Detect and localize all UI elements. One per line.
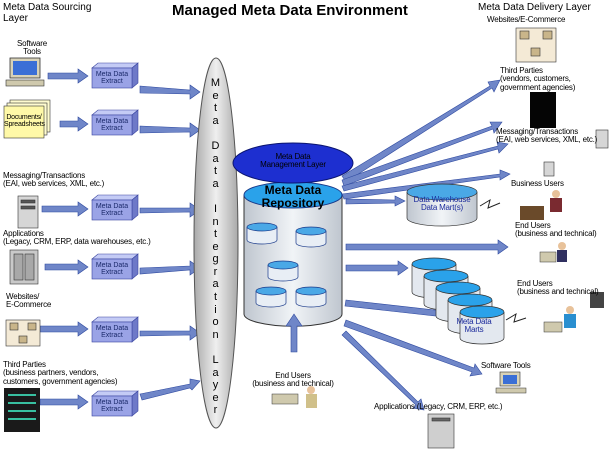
- integration-letter: t: [213, 228, 219, 241]
- cabinet-icon: [9, 249, 39, 285]
- black-server-icon: [530, 92, 556, 128]
- integration-letter: y: [212, 379, 220, 392]
- integration-letter: n: [212, 215, 220, 228]
- management-layer-ellipse: [232, 142, 354, 184]
- extract-cube-4: [91, 253, 139, 280]
- delivery-third-parties: Third Parties (vendors, customers, gover…: [500, 66, 576, 92]
- delivery-messaging: Messaging/Transactions (EAI, web service…: [496, 127, 598, 145]
- computer-icon: [5, 57, 45, 87]
- server-icon-right: [543, 129, 609, 177]
- extract-label-2: Meta Data Extract: [95, 118, 129, 133]
- documents-label: Documents/ Spreadsheets: [4, 114, 45, 129]
- integration-layer-ellipse: [193, 57, 239, 429]
- source-websites: Websites/ E-Commerce: [6, 292, 52, 310]
- integration-letter: r: [213, 265, 219, 278]
- server-icon: [17, 195, 39, 229]
- delivery-end-users-2: End Users (business and technical): [517, 279, 599, 297]
- lightning-icon-2: [505, 312, 527, 323]
- network-icon: [5, 319, 41, 347]
- integration-letter: a: [212, 114, 220, 127]
- integration-letter: g: [212, 253, 220, 266]
- source-arrows: [39, 68, 89, 410]
- delivery-arrows: [341, 79, 511, 411]
- integration-letter: a: [212, 366, 220, 379]
- delivery-data-warehouse: Data Warehouse Data Mart(s): [413, 195, 471, 213]
- integration-letter: r: [213, 404, 219, 417]
- integration-letter: a: [212, 278, 220, 291]
- document-stack-icon: [3, 99, 51, 139]
- integration-letter: L: [212, 354, 220, 367]
- integration-letter: e: [212, 240, 220, 253]
- integration-letter: o: [212, 316, 220, 329]
- person-icon-bottom: [271, 386, 317, 408]
- integration-letter: t: [213, 291, 219, 304]
- delivery-websites: Websites/E-Commerce: [487, 15, 566, 24]
- integration-letter: e: [212, 391, 220, 404]
- management-layer-label: Meta Data Management Layer: [260, 152, 326, 170]
- cube-arrows: [139, 84, 201, 401]
- extract-cube-2: [91, 109, 139, 136]
- source-applications: Applications (Legacy, CRM, ERP, data war…: [3, 229, 151, 247]
- source-software-tools: Software Tools: [17, 39, 47, 57]
- integration-letter: a: [212, 177, 220, 190]
- extract-cube-3: [91, 194, 139, 221]
- source-messaging: Messaging/Transactions (EAI, web service…: [3, 171, 105, 189]
- sourcing-layer-title: Meta Data Sourcing Layer: [3, 2, 92, 24]
- delivery-end-users-1: End Users (business and technical): [515, 221, 597, 239]
- data-marts-stack: [411, 257, 505, 345]
- delivery-applications: Applications (Legacy, CRM, ERP, etc.): [374, 402, 503, 411]
- extract-label-4: Meta Data Extract: [95, 262, 129, 277]
- extract-label-5: Meta Data Extract: [95, 325, 129, 340]
- integration-letter: M: [210, 77, 222, 89]
- person-icon-2: [539, 242, 567, 263]
- integration-letter: t: [213, 102, 219, 115]
- delivery-software-tools: Software Tools: [481, 361, 531, 370]
- integration-letter: a: [212, 152, 220, 165]
- extract-cube-5: [91, 316, 139, 343]
- lightning-icon: [479, 198, 501, 209]
- person-icon-3: [543, 292, 604, 333]
- extract-label-6: Meta Data Extract: [95, 399, 129, 414]
- extract-cubes: [91, 62, 139, 417]
- integration-letter: D: [211, 139, 221, 152]
- repository-disks: [246, 222, 327, 308]
- integration-letter: n: [212, 328, 220, 341]
- source-third-parties: Third Parties (business partners, vendor…: [3, 360, 118, 386]
- extract-cube-6: [91, 390, 139, 417]
- extract-label-3: Meta Data Extract: [95, 203, 129, 218]
- page-title: Managed Meta Data Environment: [172, 2, 408, 19]
- bottom-end-users: End Users (business and technical): [252, 371, 334, 389]
- integration-letter: I: [213, 202, 219, 215]
- integration-letter: i: [214, 303, 218, 316]
- delivery-business-users: Business Users: [511, 179, 564, 188]
- repository-label: Meta Data Repository: [261, 183, 325, 210]
- server-icon-bottom: [427, 413, 455, 449]
- rack-icon: [4, 388, 40, 432]
- up-arrow: [285, 313, 303, 353]
- extract-cube-1: [91, 62, 139, 89]
- data-warehouse-cylinder: [406, 183, 478, 227]
- delivery-data-marts: Meta Data Marts: [456, 317, 492, 335]
- person-icon-1: [520, 190, 562, 220]
- integration-letter: e: [212, 89, 220, 102]
- computer-icon-right: [495, 371, 527, 394]
- integration-letter: t: [213, 165, 219, 178]
- extract-label-1: Meta Data Extract: [95, 71, 129, 86]
- network-icon-right: [515, 27, 557, 63]
- delivery-layer-title: Meta Data Delivery Layer: [478, 2, 591, 13]
